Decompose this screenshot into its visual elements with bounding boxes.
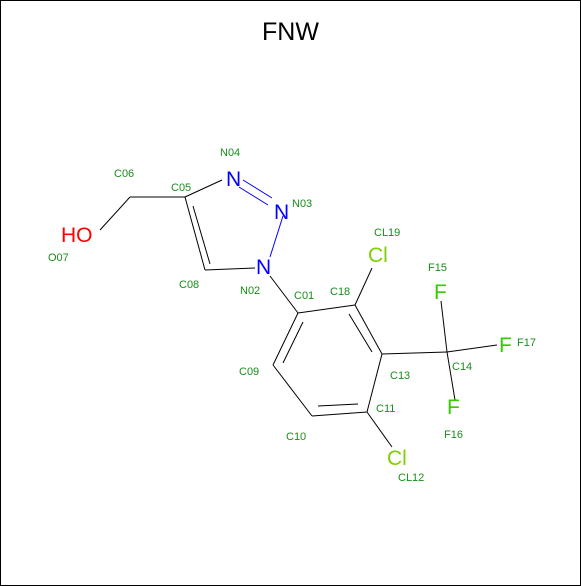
label-c14: C14 (452, 361, 472, 373)
bond-c13-c11 (366, 353, 383, 413)
cl19-symbol: Cl (368, 244, 388, 267)
bond-c08-n02 (204, 267, 256, 271)
bond-n02-c01 (269, 275, 299, 314)
label-f17: F17 (517, 337, 536, 349)
label-c01: C01 (294, 290, 314, 302)
bond-c11-c10-inner (317, 403, 359, 407)
f15-symbol: F (434, 281, 447, 304)
hydroxyl-symbol: HO (61, 224, 93, 247)
label-cl19: CL19 (374, 227, 400, 239)
n03-symbol: N (274, 201, 289, 224)
bond-c14-f15 (440, 300, 448, 353)
label-n02: N02 (240, 285, 260, 297)
n02-symbol: N (256, 256, 271, 279)
bond-n04-n03-inner (238, 186, 269, 206)
label-f16: F16 (444, 429, 463, 441)
label-c10: C10 (286, 431, 306, 443)
bond-c13-c14 (381, 351, 448, 355)
bond-o07-c06 (99, 196, 131, 231)
bond-c11-c10 (311, 411, 368, 417)
label-c06: C06 (114, 168, 134, 180)
f17-symbol: F (499, 334, 512, 357)
bond-c18-c13 (354, 304, 383, 355)
label-o07: O07 (48, 252, 69, 264)
bond-c14-f16 (446, 351, 456, 401)
label-cl12: CL12 (398, 472, 424, 484)
bond-c05-n04 (184, 179, 223, 198)
bonds (99, 179, 498, 448)
bond-c18-cl19 (354, 267, 373, 306)
bond-c11-cl12 (366, 411, 393, 448)
bond-c01-c18 (297, 304, 356, 314)
bond-c09-c01-inner (282, 321, 304, 364)
bond-c10-c09 (272, 364, 313, 417)
label-c18: C18 (330, 286, 350, 298)
label-c05: C05 (171, 182, 191, 194)
label-c11: C11 (376, 403, 395, 415)
bond-c05-c08 (184, 196, 206, 271)
label-c13: C13 (390, 370, 410, 382)
n-bonds (238, 179, 284, 258)
label-c09: C09 (239, 366, 259, 378)
label-n03: N03 (292, 198, 312, 210)
cl12-symbol: Cl (387, 447, 407, 470)
molecule-title: FNW (262, 18, 319, 46)
label-f15: F15 (428, 262, 447, 274)
bond-c18-c13-inner (348, 313, 373, 353)
label-n04: N04 (220, 147, 240, 159)
f16-symbol: F (447, 396, 460, 419)
label-c08: C08 (179, 279, 199, 291)
bond-n03-n02 (269, 215, 284, 258)
n04-symbol: N (226, 168, 241, 191)
bond-c14-f17 (446, 344, 498, 353)
bond-n04-n03 (242, 179, 273, 199)
bond-c09-c01 (272, 312, 299, 366)
bond-c05-c08-inner (192, 205, 211, 265)
